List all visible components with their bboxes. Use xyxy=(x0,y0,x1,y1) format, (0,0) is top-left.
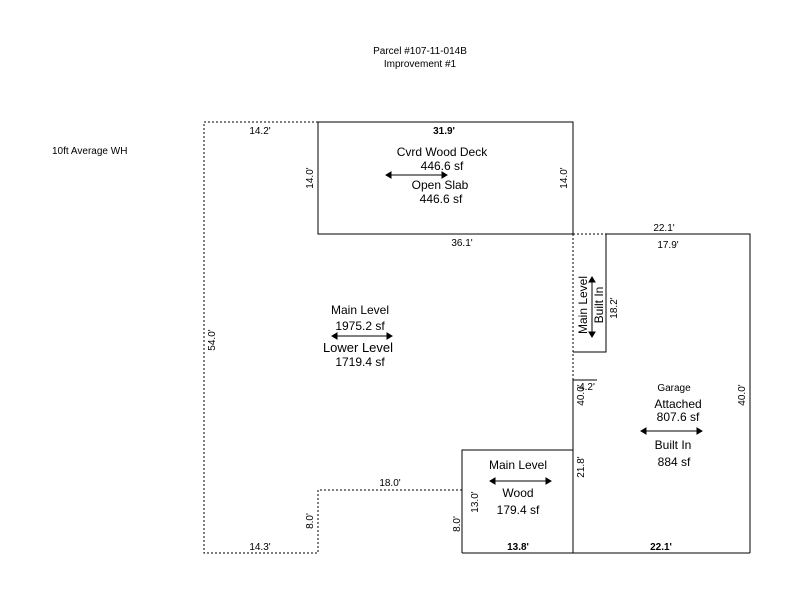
dim-deck-bottom: 36.1' xyxy=(451,238,472,249)
dim-small-b: 40.0' xyxy=(576,384,587,405)
wall-height-note: 10ft Average WH xyxy=(52,146,127,157)
dim-deck-right: 14.0' xyxy=(559,167,570,188)
deck-inner-wall xyxy=(317,122,573,235)
arrow-head xyxy=(441,171,448,179)
garage-type: Attached xyxy=(654,397,701,411)
garage-builtin: Built In xyxy=(655,438,692,452)
main-area-label: Main Level 1975.2 sf Lower Level 1719.4 … xyxy=(323,303,393,369)
dim-garage-top: 22.1' xyxy=(653,223,674,234)
garage-area-label: Garage Attached 807.6 sf Built In 884 sf xyxy=(654,383,701,469)
garage-outline xyxy=(606,233,751,553)
dim-top-left: 14.2' xyxy=(249,126,270,137)
wood-name: Wood xyxy=(502,486,533,500)
arrow-head xyxy=(588,331,596,338)
arrow-head xyxy=(588,276,596,283)
lower-name: Lower Level xyxy=(323,340,393,355)
arrow-head xyxy=(489,477,496,485)
deck-name: Cvrd Wood Deck xyxy=(397,145,488,159)
wood-level: Main Level xyxy=(489,458,547,472)
parcel-number: Parcel #107-11-014B xyxy=(373,46,467,57)
main-name: Main Level xyxy=(331,303,389,317)
deck-area: 446.6 sf xyxy=(421,159,464,173)
dim-notch-top: 18.0' xyxy=(379,478,400,489)
arrow-head xyxy=(640,427,647,435)
dim-deck-top: 31.9' xyxy=(433,126,455,137)
main-area: 1975.2 sf xyxy=(335,319,385,333)
dim-main-left: 54.0' xyxy=(207,329,218,350)
arrow-head xyxy=(331,332,338,340)
arrow-head xyxy=(385,171,392,179)
dim-builtin-top: 17.9' xyxy=(657,240,678,251)
dim-wood-left: 8.0' xyxy=(452,516,463,532)
builtin-name: Main Level xyxy=(576,276,590,334)
wood-deck-outline xyxy=(461,449,573,553)
dim-wood-side: 13.0' xyxy=(470,491,481,512)
garage-builtin-area: 884 sf xyxy=(658,455,691,469)
deck-outline xyxy=(318,121,574,234)
wood-area-label: Main Level Wood 179.4 sf xyxy=(489,458,547,517)
wood-area: 179.4 sf xyxy=(497,503,540,517)
lower-area: 1719.4 sf xyxy=(335,355,385,369)
dim-garage-left: 21.8' xyxy=(576,456,587,477)
builtin-type: Built In xyxy=(592,287,606,324)
dim-bottom-left: 14.3' xyxy=(249,542,270,553)
garage-name: Garage xyxy=(657,383,691,394)
slab-name: Open Slab xyxy=(412,178,469,192)
garage-area: 807.6 sf xyxy=(657,410,700,424)
slab-area: 446.6 sf xyxy=(420,192,463,206)
builtin-outline xyxy=(573,234,607,353)
arrow-head xyxy=(386,332,393,340)
dim-small-a: 4.2' xyxy=(579,382,595,393)
dim-wood-bottom: 13.8' xyxy=(507,542,529,553)
improvement-label: Improvement #1 xyxy=(384,59,457,70)
dimension-labels: 14.2' 31.9' 14.0' 14.0' 36.1' 54.0' 22.1… xyxy=(207,126,748,553)
dim-notch-side: 8.0' xyxy=(305,513,316,529)
main-outline-dashed xyxy=(203,121,462,554)
dim-builtin-side: 18.2' xyxy=(609,297,620,318)
arrow-head xyxy=(545,477,552,485)
building-outline xyxy=(203,121,751,554)
builtin-area-label: Main Level Built In xyxy=(576,276,606,334)
deck-area-label: Cvrd Wood Deck 446.6 sf Open Slab 446.6 … xyxy=(397,145,488,206)
dim-deck-left: 14.0' xyxy=(305,167,316,188)
arrows xyxy=(331,171,703,485)
dim-garage-right: 40.0' xyxy=(737,384,748,405)
dim-garage-bottom: 22.1' xyxy=(650,542,672,553)
arrow-head xyxy=(696,427,703,435)
